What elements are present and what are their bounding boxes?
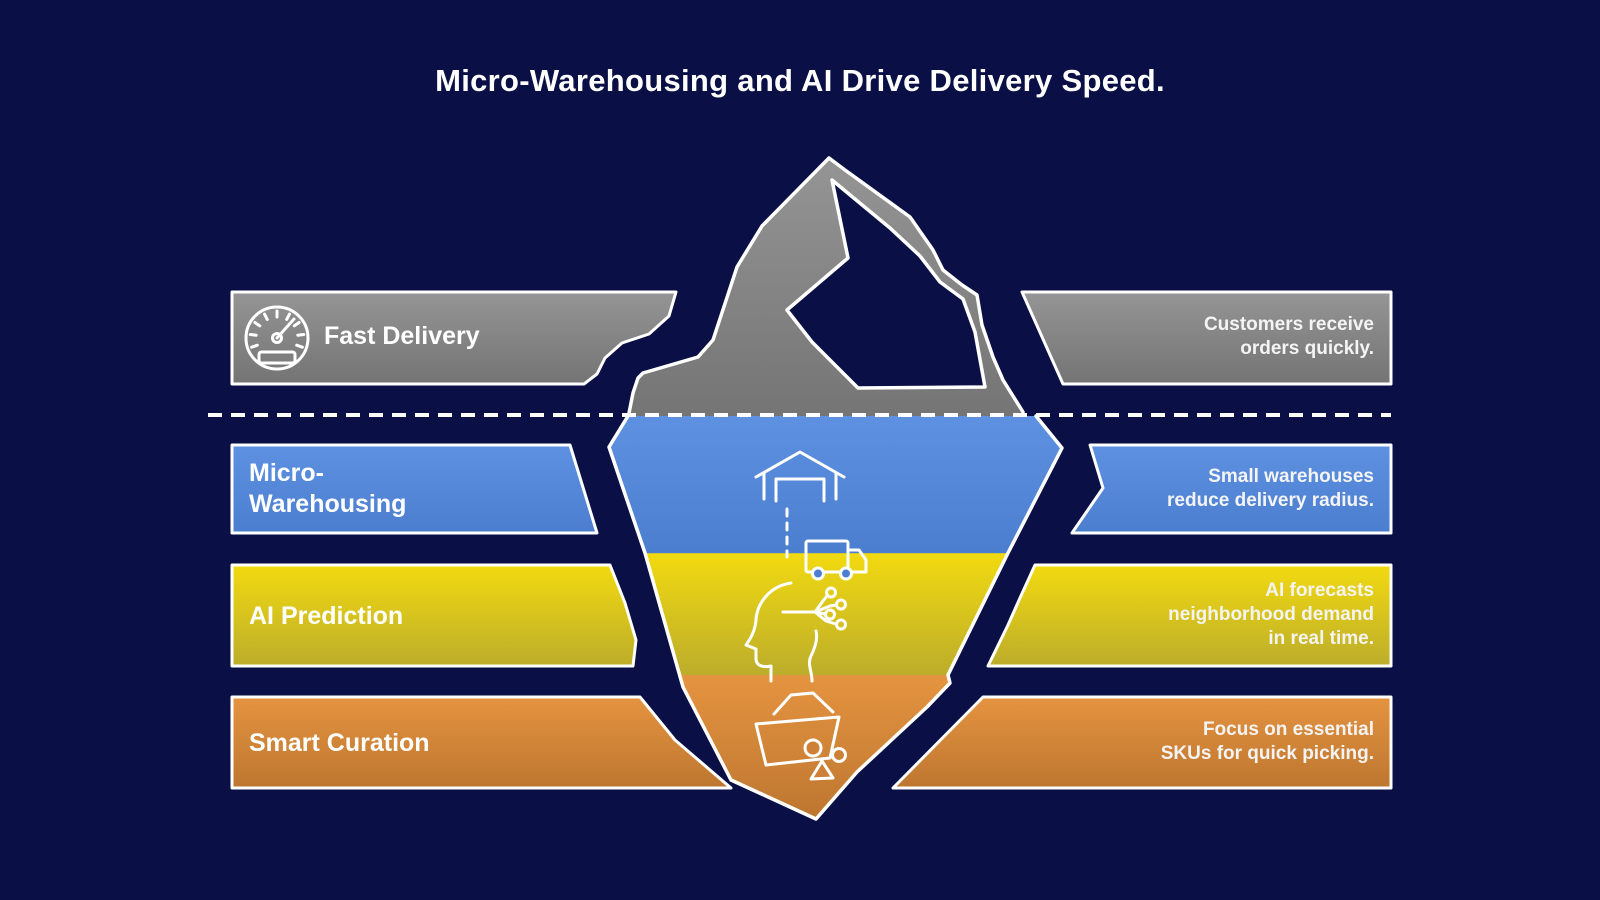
description-line: Small warehouses bbox=[1208, 466, 1374, 487]
description-line: Focus on essential bbox=[1202, 719, 1374, 740]
layer-row-left-ai-prediction bbox=[230, 563, 638, 668]
layer-label-ai-prediction: AI Prediction bbox=[249, 601, 403, 632]
description-line: in real time. bbox=[1268, 628, 1374, 649]
layer-label-micro-warehousing: Micro- Warehousing bbox=[249, 458, 406, 520]
layer-row-left-fast-delivery bbox=[230, 290, 678, 386]
layer-row-left-smart-curation bbox=[230, 695, 733, 790]
description-line: SKUs for quick picking. bbox=[1160, 743, 1374, 764]
layer-row-right-fast-delivery bbox=[1020, 290, 1393, 386]
layer-row-right-ai-prediction bbox=[986, 563, 1393, 668]
description-line: orders quickly. bbox=[1240, 338, 1374, 359]
speedometer-icon bbox=[244, 305, 310, 371]
description-line: AI forecasts bbox=[1265, 580, 1374, 601]
layer-label-text: AI Prediction bbox=[249, 602, 404, 630]
layer-label-fast-delivery: Fast Delivery bbox=[324, 321, 480, 352]
description-line: reduce delivery radius. bbox=[1167, 490, 1374, 511]
layer-description-micro-warehousing: Small warehouses reduce delivery radius. bbox=[1167, 465, 1374, 513]
warehouse-truck-icon bbox=[754, 450, 868, 581]
layer-row-right-micro-warehousing bbox=[1070, 443, 1393, 535]
layer-description-smart-curation: Focus on essential SKUs for quick pickin… bbox=[1161, 718, 1374, 766]
layer-label-line: Micro- bbox=[249, 459, 324, 487]
description-line: Customers receive bbox=[1203, 314, 1374, 335]
page-title: Micro-Warehousing and AI Drive Delivery … bbox=[435, 63, 1165, 98]
iceberg-shadow-cutout bbox=[785, 178, 987, 390]
basket-icon bbox=[754, 691, 847, 781]
layer-description-fast-delivery: Customers receive orders quickly. bbox=[1204, 313, 1374, 361]
iceberg-below-water-outline bbox=[607, 414, 1064, 821]
layer-label-line: Warehousing bbox=[249, 490, 407, 518]
layer-row-left-micro-warehousing bbox=[230, 443, 599, 535]
layer-description-ai-prediction: AI forecasts neighborhood demand in real… bbox=[1168, 579, 1374, 651]
layer-label-smart-curation: Smart Curation bbox=[249, 728, 430, 759]
layer-label-text: Fast Delivery bbox=[324, 322, 480, 350]
ai-brain-icon bbox=[744, 581, 847, 683]
layer-row-right-smart-curation bbox=[891, 695, 1393, 790]
iceberg-below-water bbox=[609, 416, 1062, 819]
iceberg-above-water-outline bbox=[626, 156, 1025, 420]
layer-label-text: Smart Curation bbox=[249, 729, 430, 757]
description-line: neighborhood demand bbox=[1168, 604, 1374, 625]
